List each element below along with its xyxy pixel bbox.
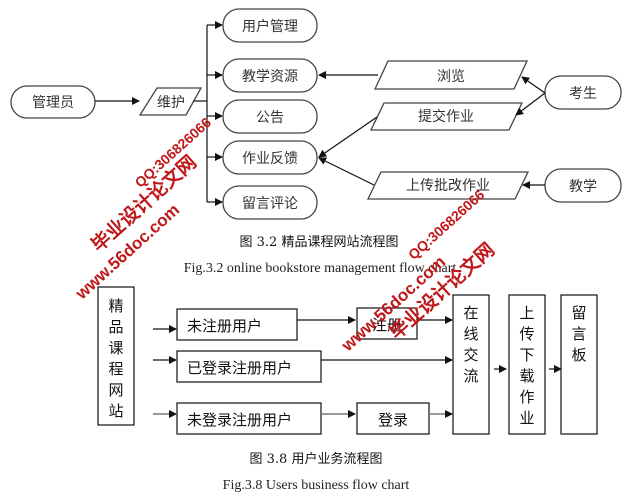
box-logged-in-label: 已登录注册用户 bbox=[187, 359, 292, 377]
figure2-caption-en: Fig.3.8 Users business flow chart bbox=[223, 478, 410, 493]
figure-3-8: 精品课程网站 未注册用户 已登录注册用户 未登录注册用户 注册 登录 bbox=[97, 286, 598, 493]
node-comments: 留言评论 bbox=[222, 185, 318, 220]
upload-download-chars-char: 传 bbox=[519, 325, 534, 343]
node-user-mgmt-label: 用户管理 bbox=[242, 18, 298, 35]
box-register: 注册 bbox=[356, 307, 418, 340]
box-unregistered-label: 未注册用户 bbox=[187, 317, 262, 335]
figure2-caption-cn: 图 3.8 用户业务流程图 bbox=[250, 451, 383, 467]
node-hw-feedback: 作业反馈 bbox=[222, 140, 318, 175]
box-login-label: 登录 bbox=[378, 411, 408, 429]
upload-download-chars-char: 下 bbox=[519, 346, 534, 364]
message-board-chars-char: 留 bbox=[571, 304, 586, 322]
box-logged-in: 已登录注册用户 bbox=[176, 350, 322, 383]
figure1-caption-en: Fig.3.2 online bookstore management flow… bbox=[184, 261, 457, 276]
node-teaching-res-label: 教学资源 bbox=[242, 69, 298, 85]
edge-student-browse bbox=[521, 76, 546, 94]
node-maintain-label: 维护 bbox=[157, 95, 185, 111]
site-chars-char: 课 bbox=[108, 339, 123, 357]
node-teacher: 教学 bbox=[544, 168, 622, 203]
node-upload-grade-label: 上传批改作业 bbox=[406, 178, 490, 194]
edge-student-submit bbox=[515, 92, 546, 116]
upload-download-chars-char: 业 bbox=[519, 409, 534, 427]
site-chars-char: 站 bbox=[108, 402, 123, 420]
site-chars-char: 品 bbox=[108, 318, 123, 336]
figure1-caption-cn: 图 3.2 精品课程网站流程图 bbox=[240, 235, 399, 250]
message-board-chars-char: 言 bbox=[571, 325, 586, 343]
edge-upload-feedback bbox=[318, 157, 375, 186]
node-notice-label: 公告 bbox=[256, 110, 284, 126]
box-login: 登录 bbox=[356, 402, 430, 435]
node-notice: 公告 bbox=[222, 99, 318, 134]
upload-download-chars-char: 载 bbox=[519, 367, 534, 385]
watermark-right: www.56doc.com 毕业设计论文网 QQ:306826066 bbox=[337, 186, 499, 355]
node-user-mgmt: 用户管理 bbox=[222, 8, 318, 43]
box-register-label: 注册 bbox=[372, 316, 402, 334]
node-admin: 管理员 bbox=[10, 85, 96, 119]
node-hw-feedback-label: 作业反馈 bbox=[242, 151, 298, 167]
node-teacher-label: 教学 bbox=[569, 179, 597, 195]
box-message-board: 留言板 bbox=[560, 294, 598, 435]
online-chat-chars-char: 线 bbox=[463, 325, 478, 343]
figure-3-2: 管理员 维护 用户管理 教学资源 公告 作业反馈 bbox=[10, 8, 622, 276]
node-upload-grade: 上传批改作业 bbox=[366, 171, 530, 200]
node-browse-label: 浏览 bbox=[437, 69, 465, 85]
node-student: 考生 bbox=[544, 75, 622, 110]
online-chat-chars-char: 流 bbox=[463, 367, 478, 385]
site-chars-char: 程 bbox=[108, 360, 123, 378]
node-submit-hw: 提交作业 bbox=[369, 102, 524, 131]
node-submit-hw-label: 提交作业 bbox=[418, 108, 474, 125]
box-not-logged-in-label: 未登录注册用户 bbox=[187, 411, 292, 429]
site-chars-char: 网 bbox=[108, 381, 123, 399]
site-chars-char: 精 bbox=[108, 297, 123, 315]
upload-download-chars-char: 上 bbox=[519, 304, 534, 322]
message-board-chars-char: 板 bbox=[571, 346, 586, 364]
edge-submit-feedback bbox=[318, 116, 378, 158]
online-chat-chars-char: 交 bbox=[463, 346, 478, 364]
node-browse: 浏览 bbox=[373, 60, 529, 90]
online-chat-chars-char: 在 bbox=[463, 304, 478, 322]
node-maintain: 维护 bbox=[138, 87, 203, 116]
node-comments-label: 留言评论 bbox=[242, 196, 298, 212]
node-admin-label: 管理员 bbox=[32, 95, 74, 111]
box-not-logged-in: 未登录注册用户 bbox=[176, 402, 322, 435]
box-course-site: 精品课程网站 bbox=[97, 286, 135, 426]
box-unregistered: 未注册用户 bbox=[176, 308, 298, 341]
node-student-label: 考生 bbox=[569, 86, 597, 102]
upload-download-chars-char: 作 bbox=[519, 388, 534, 406]
node-teaching-res: 教学资源 bbox=[222, 58, 318, 93]
